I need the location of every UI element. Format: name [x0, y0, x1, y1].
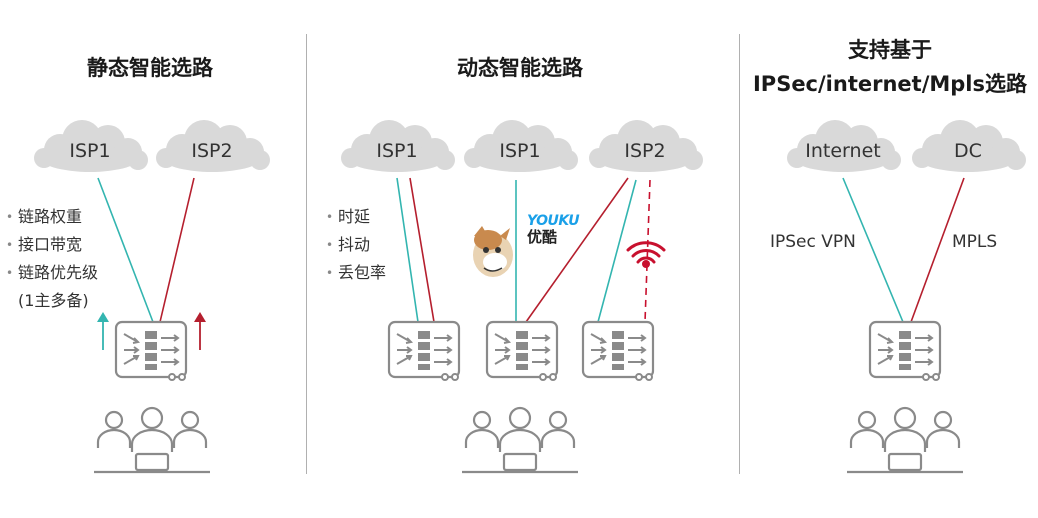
red-link-line — [409, 177, 435, 323]
teal-link-line — [842, 177, 904, 323]
cloud-label-dc: DC — [954, 140, 982, 162]
youku-cn-text: 优酷 — [527, 228, 558, 246]
users-icon — [845, 406, 965, 474]
mpls-label: MPLS — [952, 232, 998, 252]
list-item: •接口带宽 — [6, 235, 83, 254]
list-item: •丢包率 — [326, 263, 387, 282]
cloud-label-isp1: ISP1 — [69, 140, 111, 162]
list-item: •链路权重 — [6, 207, 83, 226]
youku-brand-text: YOUKU — [527, 213, 580, 229]
cloud-label-isp2: ISP2 — [191, 140, 233, 162]
router-icon — [485, 320, 559, 382]
router-icon — [581, 320, 655, 382]
teal-link-line — [597, 179, 637, 323]
teal-link-line — [396, 177, 419, 323]
list-item: •链路优先级 — [6, 263, 99, 282]
list-item: •时延 — [326, 207, 371, 226]
router-icon — [114, 320, 188, 382]
cloud-label-isp1: ISP1 — [499, 140, 541, 162]
ipsec-panel-title-line2: IPSec/internet/Mpls选路 — [752, 72, 1027, 96]
cloud-label-internet: Internet — [805, 140, 881, 162]
teal-link-line — [97, 177, 154, 323]
cloud-label-isp2: ISP2 — [624, 140, 666, 162]
wifi-icon — [626, 241, 666, 268]
divider-left — [306, 34, 307, 474]
thunder-app-icon — [473, 226, 513, 277]
ipsec-panel-title-line1: 支持基于 — [848, 38, 932, 62]
list-item: •抖动 — [326, 235, 371, 254]
cloud-label-isp1: ISP1 — [376, 140, 418, 162]
red-link-line — [910, 177, 965, 323]
users-icon — [92, 406, 212, 474]
red-link-line — [525, 177, 629, 323]
divider-right — [739, 34, 740, 474]
users-icon — [460, 406, 580, 474]
router-icon — [868, 320, 942, 382]
router-icon — [387, 320, 461, 382]
arrow-up-icon — [194, 312, 206, 350]
youku-logo: YOUKU 优酷 — [527, 213, 580, 246]
dynamic-panel-title: 动态智能选路 — [457, 56, 583, 80]
static-panel-title: 静态智能选路 — [87, 56, 213, 80]
red-link-line — [159, 177, 195, 323]
list-item: (1主多备) — [18, 291, 89, 310]
ipsec-vpn-label: IPSec VPN — [770, 232, 856, 252]
arrow-up-icon — [97, 312, 109, 350]
dynamic-metric-list: •时延 •抖动 •丢包率 — [326, 203, 386, 287]
static-feature-list: •链路权重 •接口带宽 •链路优先级 (1主多备) — [6, 203, 98, 314]
